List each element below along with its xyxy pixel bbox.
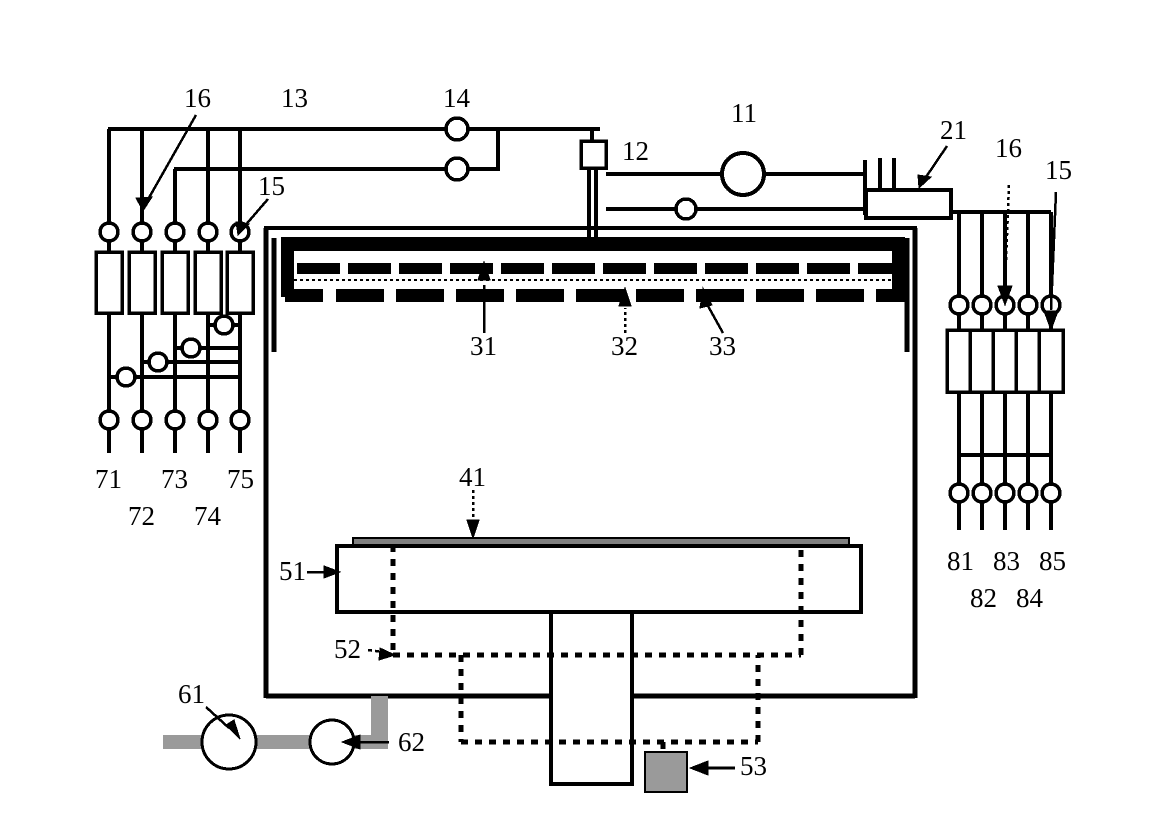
leader-62: [340, 734, 389, 750]
pump-line-assembly: [606, 151, 953, 221]
label-62: 62: [398, 727, 425, 757]
left-power-network: [94, 127, 600, 453]
bus-nodes-14: [444, 116, 470, 182]
label-21: 21: [940, 115, 967, 145]
label-33: 33: [709, 331, 736, 361]
electrode-stack: [281, 237, 905, 302]
label-81: 81: [947, 546, 974, 576]
gas-inlet-assembly: [579, 129, 608, 248]
label-31: 31: [470, 331, 497, 361]
label-72: 72: [128, 501, 155, 531]
label-12: 12: [622, 136, 649, 166]
leader-32: [618, 286, 632, 333]
label-75: 75: [227, 464, 254, 494]
leader-41: [466, 490, 480, 540]
label-15-left: 15: [258, 171, 285, 201]
label-16-left: 16: [184, 83, 211, 113]
leader-33: [699, 286, 725, 334]
leader-61: [205, 706, 241, 740]
label-73: 73: [161, 464, 188, 494]
label-53: 53: [740, 751, 767, 781]
label-52: 52: [334, 634, 361, 664]
label-51: 51: [279, 556, 306, 586]
label-11: 11: [731, 98, 757, 128]
label-15-right: 15: [1045, 155, 1072, 185]
leader-21: [917, 145, 949, 190]
label-85: 85: [1039, 546, 1066, 576]
leader-31: [477, 260, 491, 333]
leader-16-right: [997, 184, 1013, 307]
label-14: 14: [443, 83, 470, 113]
leader-53: [688, 760, 735, 776]
label-71: 71: [95, 464, 122, 494]
exhaust-assembly: [163, 696, 388, 771]
label-32: 32: [611, 331, 638, 361]
substrate-assembly: [335, 537, 863, 786]
vacuum-chamber: [263, 226, 918, 699]
leader-51: [307, 565, 342, 579]
right-power-network: [945, 210, 1065, 530]
label-74: 74: [194, 501, 221, 531]
sensor-module-53: [644, 751, 688, 793]
label-16-right: 16: [995, 133, 1022, 163]
label-61: 61: [178, 679, 205, 709]
label-13: 13: [281, 83, 308, 113]
label-82: 82: [970, 583, 997, 613]
leader-15-left: [235, 198, 269, 237]
leader-15-right: [1043, 191, 1059, 332]
leader-16-left: [135, 114, 198, 212]
label-83: 83: [993, 546, 1020, 576]
label-84: 84: [1016, 583, 1043, 613]
upper-electrode-segments: [297, 263, 893, 274]
temperature-sensor-wiring: [390, 545, 804, 752]
label-41: 41: [459, 462, 486, 492]
lower-electrode-segments: [285, 289, 905, 302]
leader-52: [367, 647, 397, 661]
